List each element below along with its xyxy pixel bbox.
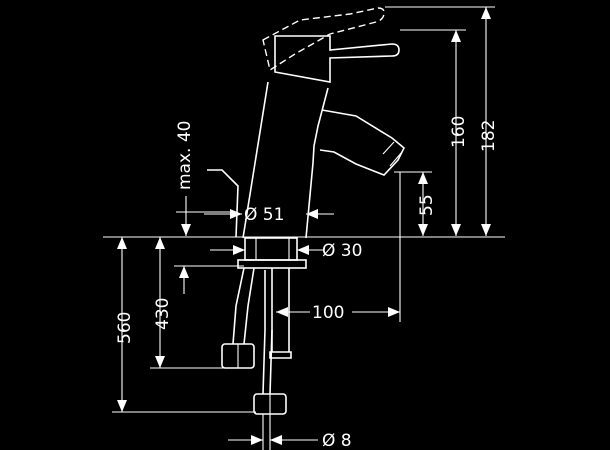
- hose-560-label: 560: [115, 312, 135, 344]
- spout-reach-label: 100: [312, 303, 344, 323]
- lever-raised-outline: [262, 7, 385, 72]
- height-160-label: 160: [449, 116, 469, 148]
- dim-160: 160: [400, 29, 469, 236]
- connection-diameter-label: Ø 8: [322, 431, 352, 450]
- popup-rod: [207, 169, 239, 238]
- spout-height-label: 55: [417, 194, 437, 216]
- dim-560: 560: [112, 237, 256, 413]
- dim-diameter-8: Ø 8: [228, 414, 352, 450]
- hose-right: [262, 270, 273, 395]
- dim-100: 100: [276, 172, 401, 323]
- dim-diameter-51: Ø 51: [204, 205, 334, 225]
- spout: [319, 109, 405, 176]
- faucet-body: [207, 7, 405, 415]
- dim-182: 182: [385, 6, 499, 236]
- max-deck-label: max. 40: [175, 121, 195, 190]
- dim-diameter-30: Ø 30: [210, 241, 362, 261]
- dim-max-40: max. 40: [175, 121, 236, 236]
- hose-430-label: 430: [153, 298, 173, 330]
- hole-diameter-label: Ø 30: [322, 241, 362, 261]
- dim-55: 55: [394, 171, 437, 236]
- body-diameter-label: Ø 51: [244, 205, 284, 225]
- spout-aerator: [382, 141, 403, 167]
- lever-handle: [274, 35, 400, 83]
- hose-left: [232, 267, 255, 345]
- dim-430: 430: [150, 237, 244, 369]
- height-182-label: 182: [479, 120, 499, 152]
- faucet-cylinder: [242, 81, 329, 239]
- mounting-plate: [237, 259, 307, 269]
